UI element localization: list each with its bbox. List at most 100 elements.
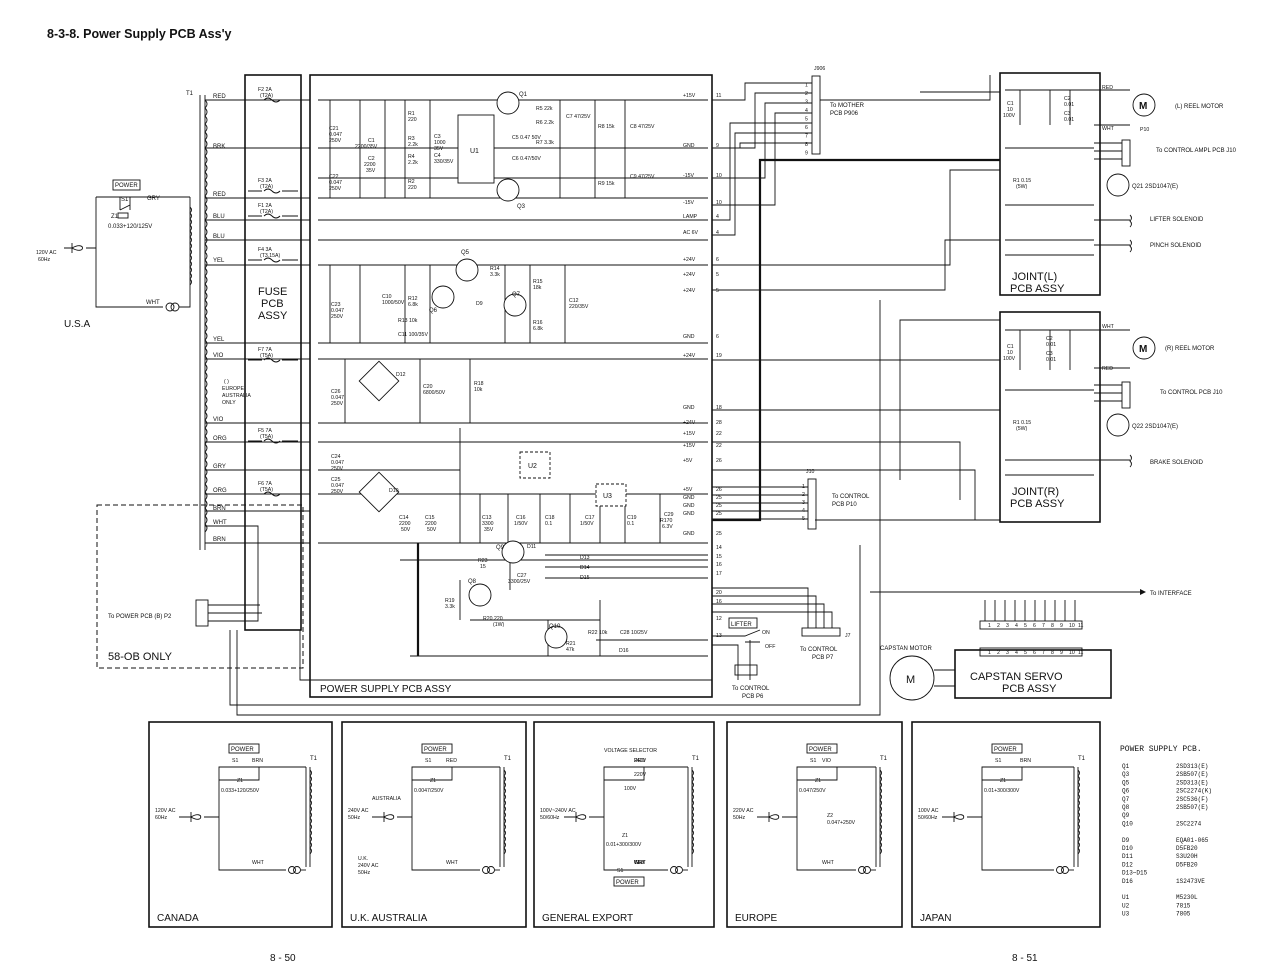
capstan-pin: 9 bbox=[1060, 623, 1063, 629]
rail-label: GND bbox=[683, 531, 695, 537]
capstan-pin: 1 bbox=[988, 650, 991, 656]
rail-label: +24V bbox=[683, 420, 696, 426]
inset-ac: 50/60Hz bbox=[918, 815, 938, 821]
u3-label: U3 bbox=[603, 493, 612, 500]
c6-label: C6 0.47/50V bbox=[512, 156, 541, 162]
q9-transistor bbox=[501, 540, 525, 564]
wire-org-2: ORG bbox=[213, 488, 227, 494]
inset-ac: 240V AC bbox=[348, 808, 369, 814]
capstan-pin: 8 bbox=[1051, 623, 1054, 629]
rail-pin: 5 bbox=[716, 288, 719, 294]
capstan-pin: 2 bbox=[997, 623, 1000, 629]
rail-pin: 22 bbox=[716, 431, 722, 437]
to-control-ampl: To CONTROL AMPL PCB J10 bbox=[1156, 148, 1237, 154]
power-switch-label-box bbox=[112, 179, 141, 191]
q5-label: Q5 bbox=[461, 250, 470, 256]
inset-title: JAPAN bbox=[920, 913, 952, 924]
wire-vio-2: VIO bbox=[213, 417, 224, 423]
d16-label: D16 bbox=[619, 648, 629, 654]
parts-ref: D11 bbox=[1122, 853, 1133, 860]
rail-label: +24V bbox=[683, 353, 696, 359]
rail-label: LAMP bbox=[683, 214, 698, 220]
inset-wire: BRN bbox=[1020, 758, 1031, 764]
rail-label: GND bbox=[683, 405, 695, 411]
lifter-on: ON bbox=[762, 630, 770, 636]
q1-transistor bbox=[496, 91, 520, 115]
inset-title: CANADA bbox=[157, 913, 199, 924]
q8-label: Q8 bbox=[468, 579, 477, 585]
rail-pin: 16 bbox=[716, 599, 722, 605]
q21-transistor bbox=[1106, 173, 1130, 197]
parts-ref: Q10 bbox=[1122, 820, 1133, 827]
j10-label: J10 bbox=[806, 469, 814, 475]
inset-ac: 100V AC bbox=[918, 808, 939, 814]
inset-ac: 120V AC bbox=[155, 808, 176, 814]
capstan-pin: 3 bbox=[1006, 623, 1009, 629]
inset-wire: WHT bbox=[446, 860, 459, 866]
z1-cap-value: 0.033+120/125V bbox=[108, 224, 152, 230]
r-reel-motor-icon bbox=[1132, 336, 1156, 360]
inset-s1: S1 bbox=[995, 758, 1001, 764]
c5-label: C5 0.47 50V bbox=[512, 135, 541, 141]
capstan-pin: 1 bbox=[988, 623, 991, 629]
transformer-t1: T1 bbox=[186, 91, 208, 550]
wire-yel-1: YEL bbox=[213, 258, 225, 264]
rail-label: GND bbox=[683, 511, 695, 517]
u2-label: U2 bbox=[528, 463, 537, 470]
wire-vio-1: VIO bbox=[213, 353, 224, 359]
inset-z1: Z1 bbox=[815, 778, 821, 784]
rail-pin: 14 bbox=[716, 545, 722, 551]
rail-label: AC 6V bbox=[683, 230, 699, 236]
j906-pin: 3 bbox=[805, 100, 808, 106]
parts-value: 2SC536(F) bbox=[1176, 796, 1208, 803]
q9-label: Q9 bbox=[496, 545, 505, 551]
rail-pin: 4 bbox=[716, 230, 719, 236]
inset-cap2: 0.047+250V bbox=[827, 820, 856, 826]
parts-ref: D9 bbox=[1122, 837, 1130, 844]
inset-s1: S1 bbox=[425, 758, 431, 764]
inset-ac2: 240V AC bbox=[358, 863, 379, 869]
capstan-pin: 11 bbox=[1078, 623, 1083, 629]
inset-power: POWER bbox=[231, 747, 254, 753]
fuse-rating: (T5A) bbox=[260, 487, 273, 493]
inset-wire: GRY bbox=[634, 860, 646, 866]
parts-value: S3U20H bbox=[1176, 853, 1198, 860]
page-title: 8-3-8. Power Supply PCB Ass'y bbox=[47, 27, 232, 41]
fuse-name: F6 7A bbox=[258, 481, 272, 487]
to-interface: To INTERFACE bbox=[1150, 591, 1192, 597]
wire-blu-1: BLU bbox=[213, 214, 225, 220]
d14-label: D14 bbox=[580, 565, 590, 571]
wire-org-1: ORG bbox=[213, 436, 227, 442]
inset-t1: T1 bbox=[880, 756, 888, 762]
rail-pin: 16 bbox=[716, 562, 722, 568]
c11-label: C11 100/35V bbox=[398, 332, 428, 338]
parts-ref: D16 bbox=[1122, 878, 1133, 885]
brake-solenoid: BRAKE SOLENOID bbox=[1150, 460, 1204, 466]
capstan-connector-top bbox=[979, 620, 1083, 630]
inset-tap: 100V bbox=[624, 786, 637, 792]
inset-z1: Z1 bbox=[1000, 778, 1006, 784]
parts-ref: D12 bbox=[1122, 861, 1133, 868]
inset-t1: T1 bbox=[504, 756, 512, 762]
inset-ac: 50Hz bbox=[348, 815, 361, 821]
u3-ic bbox=[595, 483, 627, 507]
j906-pin: 5 bbox=[805, 117, 808, 123]
rail-pin: 25 bbox=[716, 495, 722, 501]
inset-power: POWER bbox=[424, 747, 447, 753]
d13-label: D13 bbox=[580, 555, 590, 561]
inset-wire: BRN bbox=[252, 758, 263, 764]
inset-ac: 100V~240V AC bbox=[540, 808, 576, 814]
pinch-solenoid: PINCH SOLENOID bbox=[1150, 243, 1202, 249]
